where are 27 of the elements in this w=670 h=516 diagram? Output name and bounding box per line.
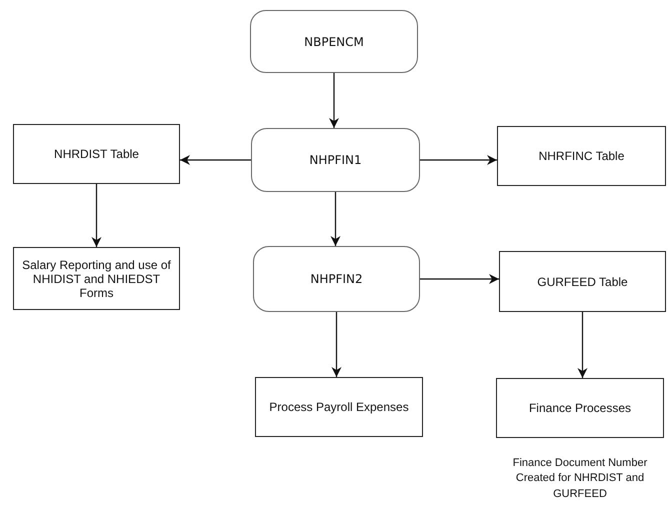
arrow: [332, 312, 342, 377]
table-box: [497, 126, 666, 186]
arrow: [329, 73, 339, 128]
table-box: [499, 251, 666, 312]
process-box: [253, 246, 420, 312]
node-label: Salary Reporting and use of NHIDIST and NHIEDST Forms: [21, 258, 172, 300]
node-label: Process Payroll Expenses: [269, 400, 409, 414]
table-box: [496, 378, 664, 438]
node-label: NHRDIST Table: [54, 147, 139, 161]
node-label: GURFEED Table: [537, 274, 628, 288]
node-label: NHPFIN1: [309, 153, 362, 167]
node-label: NHRFINC Table: [538, 149, 624, 163]
node-label: NBPENCM: [304, 34, 364, 48]
arrow: [92, 184, 102, 247]
note-text: Finance Document Number Created for NHRDIST and GURFEED: [512, 456, 648, 502]
process-box: [250, 10, 418, 73]
arrow: [330, 192, 340, 246]
table-box: [13, 124, 180, 184]
arrow: [180, 155, 251, 165]
node-label: Finance Processes: [528, 401, 632, 415]
arrow: [420, 274, 499, 284]
table-box: [13, 247, 180, 310]
node-label: NHPFIN2: [310, 272, 363, 286]
table-box: [255, 377, 423, 437]
arrow: [420, 155, 497, 165]
process-box: [251, 128, 420, 192]
arrow: [578, 312, 588, 378]
